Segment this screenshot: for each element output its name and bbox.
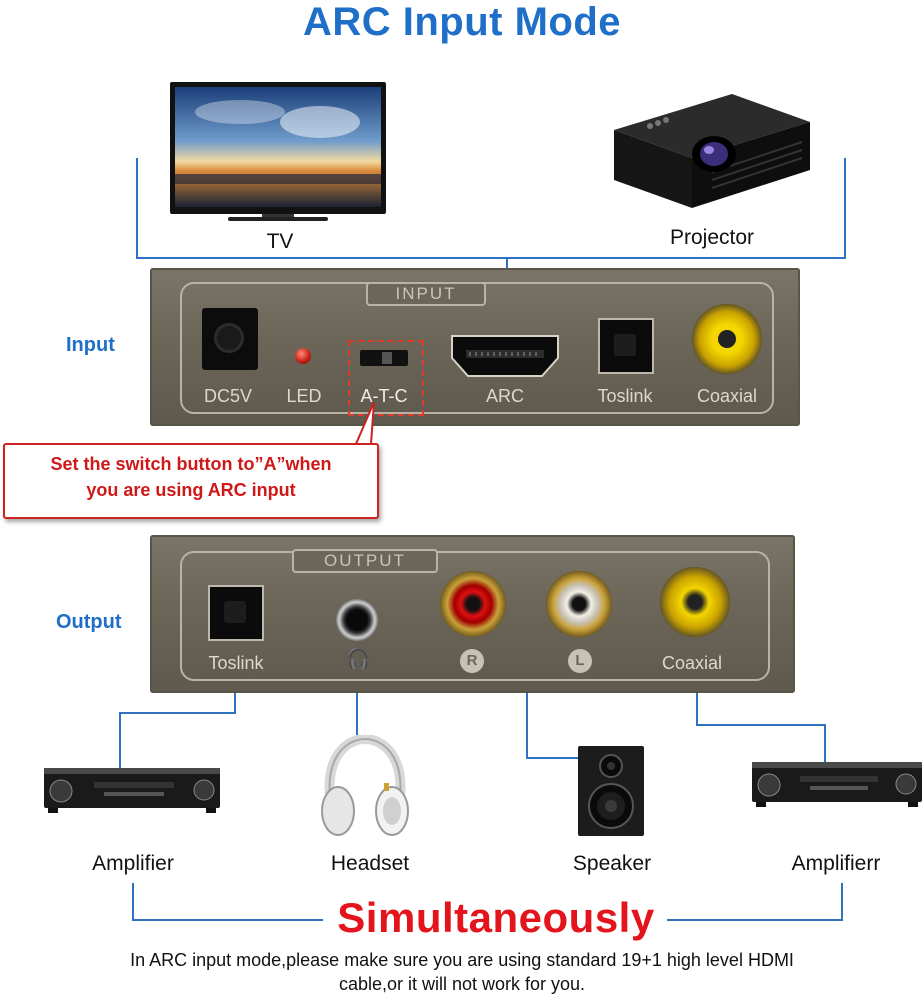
- coaxial-input-pin: [718, 330, 736, 348]
- footer-line2: cable,or it will not work for you.: [338, 974, 586, 994]
- headphone-jack: [336, 599, 378, 641]
- amplifier-right-label: Amplifierr: [791, 852, 881, 875]
- led-indicator: [295, 348, 311, 364]
- rca-left-port: [546, 571, 612, 637]
- rca-right-label: R: [460, 649, 484, 673]
- amplifier-right-icon: [752, 762, 922, 807]
- simultaneously-label: Simultaneously: [337, 894, 655, 941]
- tv-label: TV: [266, 230, 294, 253]
- atc-switch-knob: [382, 352, 392, 364]
- input-source-wire: [136, 158, 846, 259]
- footer-note: In ARC input mode,please make sure you a…: [0, 948, 924, 996]
- amplifier-left-icon: [44, 768, 220, 813]
- toslink-input-port: [598, 318, 654, 374]
- input-panel-title: INPUT: [366, 282, 486, 306]
- toslink-output-label: Toslink: [208, 653, 264, 673]
- output-side-label: Output: [56, 611, 122, 633]
- footer-line1: In ARC input mode,please make sure you a…: [130, 950, 794, 970]
- led-label: LED: [286, 386, 322, 406]
- switch-note-line2: you are using ARC input: [86, 480, 296, 500]
- toslink-output-port: [208, 585, 264, 641]
- projector-label: Projector: [669, 226, 755, 249]
- dc-jack-socket: [214, 323, 244, 353]
- tv-icon: [170, 82, 386, 221]
- output-panel-face: [180, 551, 770, 681]
- switch-note-line1: Set the switch button to”A”when: [50, 454, 332, 474]
- amplifier-left-label: Amplifier: [92, 852, 174, 875]
- toslink-input-socket: [614, 334, 636, 356]
- rca-right-port: [440, 571, 506, 637]
- arc-label: ARC: [485, 386, 524, 406]
- atc-switch[interactable]: [360, 350, 408, 366]
- simultaneous-bracket-right: [667, 883, 843, 921]
- dc-power-jack: [202, 308, 258, 370]
- headset-icon: [321, 735, 409, 836]
- page-title: ARC Input Mode: [302, 0, 622, 44]
- toslink-input-label: Toslink: [597, 386, 653, 406]
- input-side-label: Input: [66, 334, 115, 356]
- rca-left-label: L: [568, 649, 592, 673]
- simultaneous-bracket-left: [132, 883, 323, 921]
- toslink-output-socket: [224, 601, 246, 623]
- output-panel-title: OUTPUT: [292, 549, 438, 573]
- speaker-icon: [578, 746, 644, 836]
- coaxial-input-port: [692, 304, 762, 374]
- atc-highlight-box: [348, 340, 424, 416]
- output-panel: OUTPUT Toslink 🎧 R L Coaxial: [150, 535, 795, 693]
- headset-label: Headset: [330, 852, 410, 875]
- coaxial-output-port: [660, 567, 730, 637]
- hdmi-arc-port: [451, 335, 559, 377]
- atc-label: A-T-C: [360, 386, 408, 406]
- dc-label: DC5V: [203, 386, 252, 406]
- projector-icon: [614, 94, 810, 208]
- speaker-label: Speaker: [572, 852, 652, 875]
- headphone-icon: 🎧: [346, 648, 371, 670]
- speaker-wire: [526, 683, 578, 759]
- input-panel: INPUT DC5V LED A-T-C ARC Toslink Coaxial: [150, 268, 800, 426]
- coaxial-output-label: Coaxial: [661, 653, 723, 673]
- coaxial-input-label: Coaxial: [696, 386, 758, 406]
- switch-note-box: Set the switch button to”A”when you are …: [3, 443, 379, 519]
